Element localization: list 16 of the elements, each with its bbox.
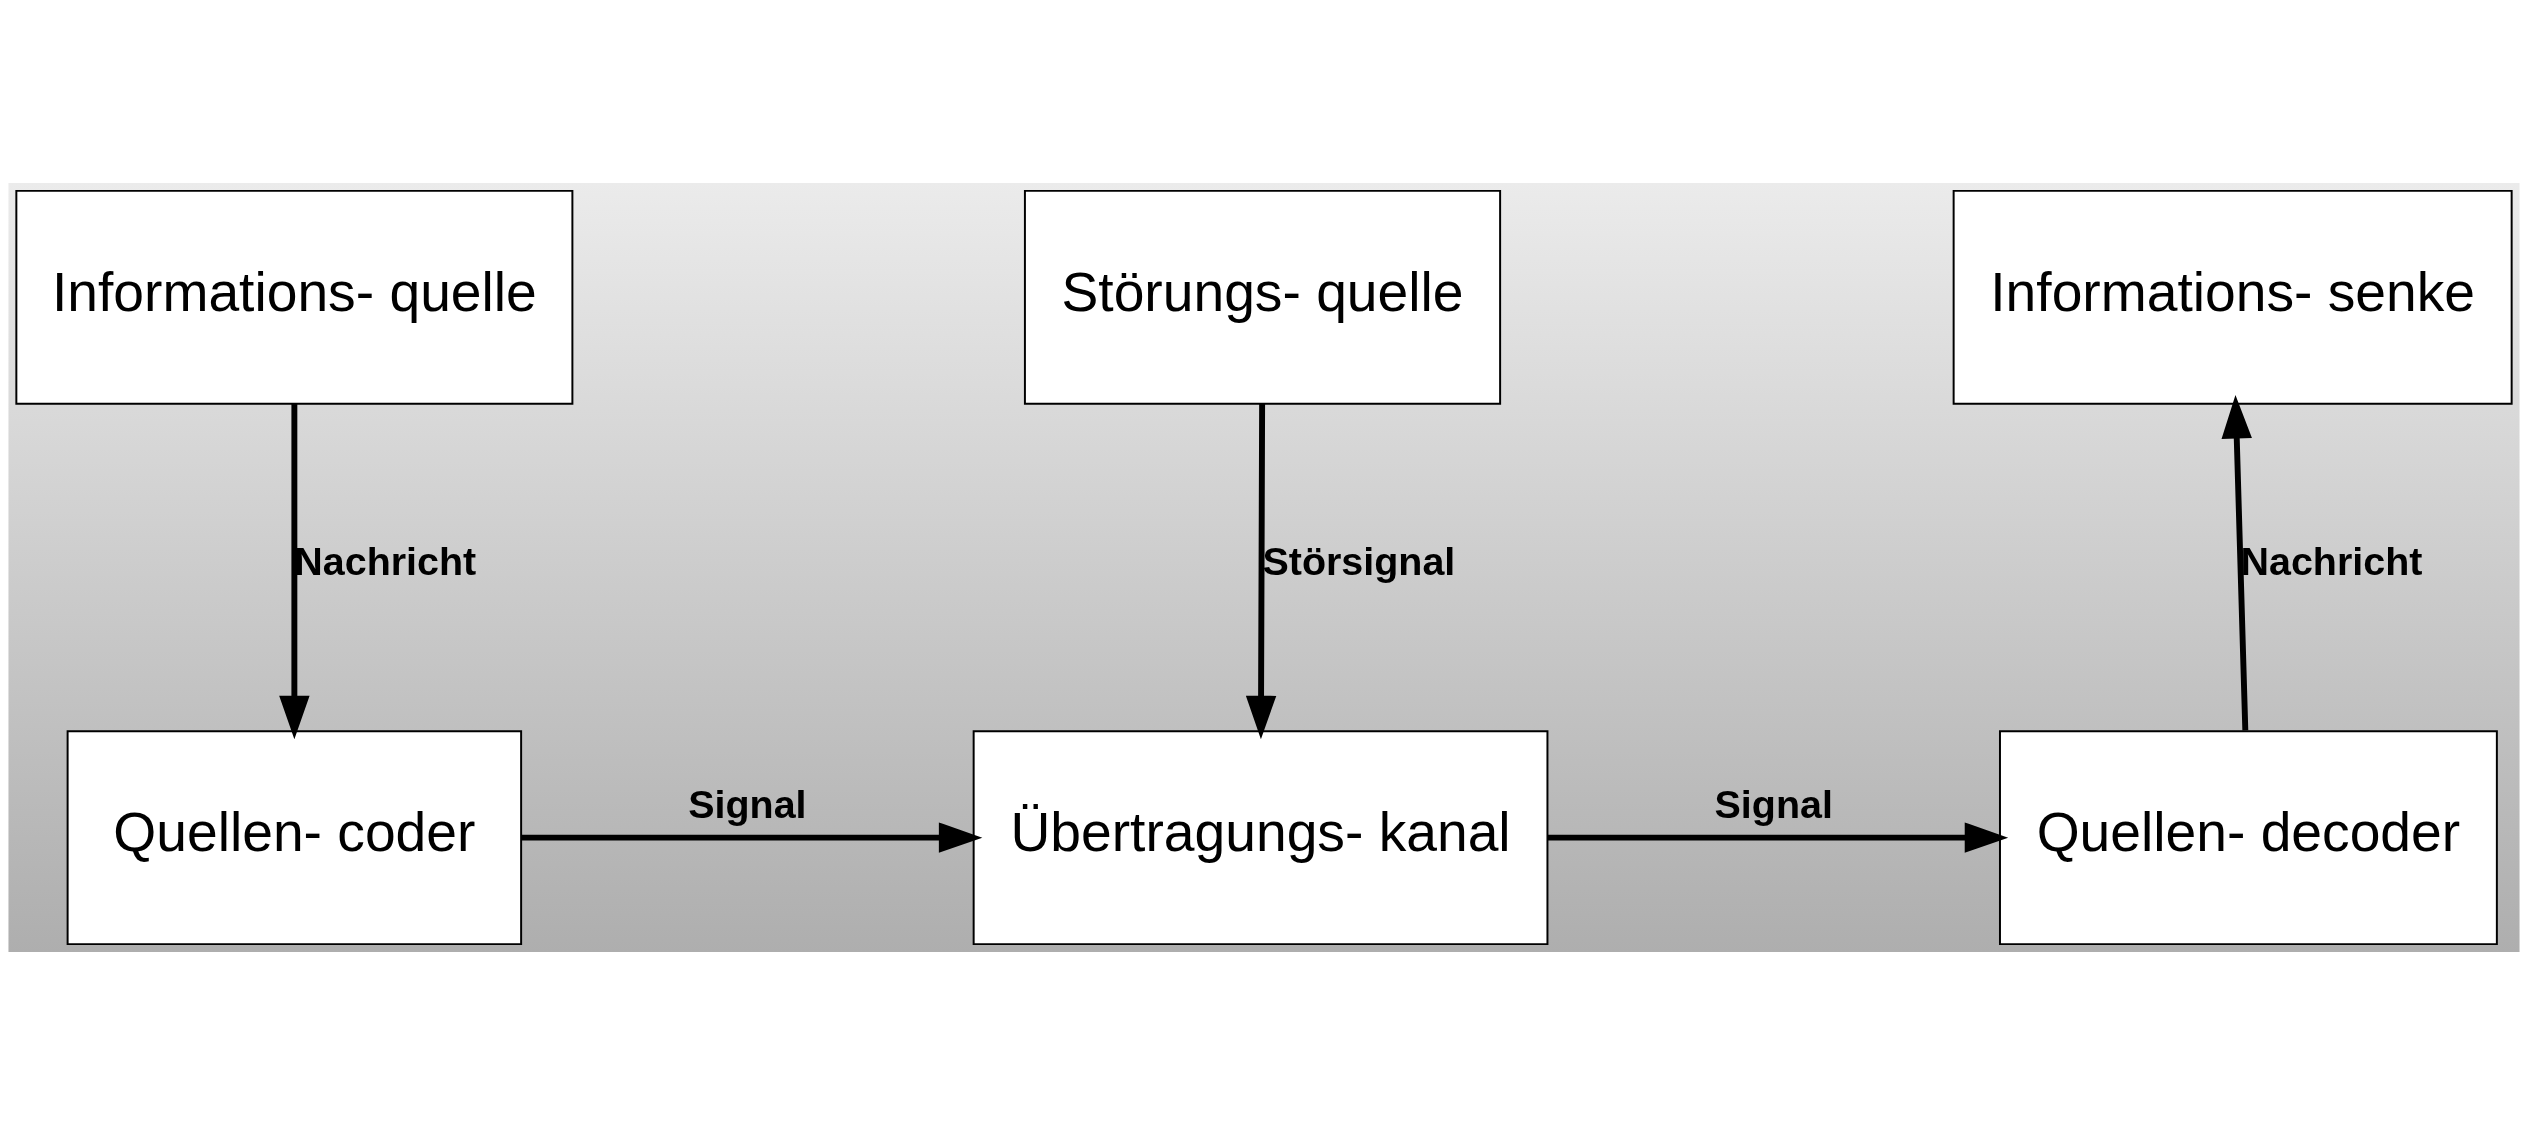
node-box: Quellen- decoder bbox=[1999, 730, 2498, 946]
node-box: Übertragungs- kanal bbox=[972, 730, 1549, 946]
node-box: Störungs- quelle bbox=[1023, 189, 1502, 405]
arrow bbox=[1245, 404, 1277, 740]
node-box: Informations- senke bbox=[1952, 189, 2513, 405]
edge-label: Nachricht bbox=[2240, 539, 2423, 584]
arrow bbox=[2221, 395, 2252, 731]
edge-label: Nachricht bbox=[294, 539, 477, 584]
arrow bbox=[1547, 822, 2009, 853]
edge-label: Signal bbox=[1714, 781, 1833, 826]
edge-label: Störsignal bbox=[1262, 539, 1456, 584]
node-box: Quellen- coder bbox=[66, 730, 523, 946]
node-box: Informations- quelle bbox=[15, 189, 574, 405]
arrow bbox=[521, 822, 983, 853]
arrow bbox=[279, 404, 310, 740]
edge-label: Signal bbox=[688, 781, 807, 826]
